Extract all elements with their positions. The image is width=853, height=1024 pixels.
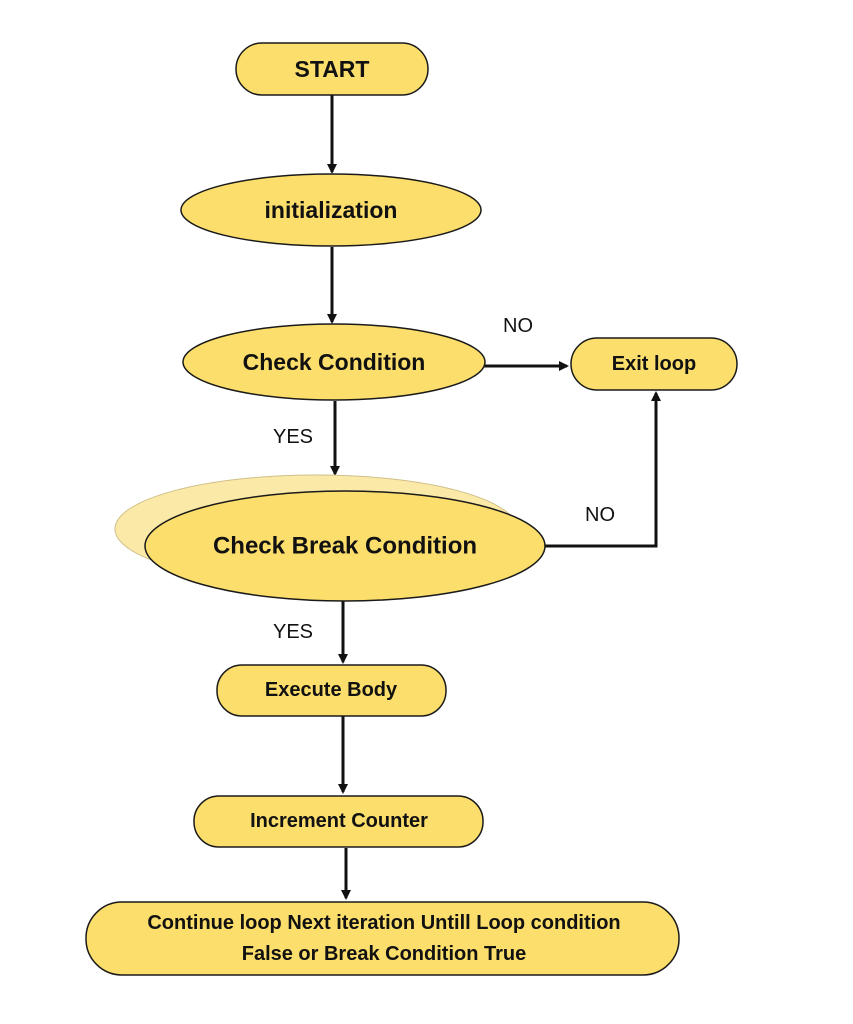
continue-loop-label-line1: Continue loop Next iteration Untill Loop… <box>147 912 620 934</box>
increment-counter-label: Increment Counter <box>250 810 428 832</box>
exit-loop-label: Exit loop <box>612 353 696 375</box>
exit-loop-node: Exit loop <box>570 337 738 391</box>
start-label: START <box>295 56 370 82</box>
check-condition-label: Check Condition <box>243 349 426 375</box>
break-no-label: NO <box>585 504 615 526</box>
continue-loop-label-line2: False or Break Condition True <box>242 943 527 965</box>
check-break-condition-label: Check Break Condition <box>213 533 477 560</box>
check-break-condition-node: Check Break Condition <box>114 474 546 602</box>
start-node: START <box>235 42 429 96</box>
arrow-break-to-exit <box>545 391 661 548</box>
check-no-label: NO <box>503 315 533 337</box>
break-yes-label: YES <box>273 621 313 643</box>
execute-body-label: Execute Body <box>265 679 398 701</box>
increment-counter-node: Increment Counter <box>193 795 484 848</box>
check-condition-node: Check Condition <box>182 323 486 401</box>
connectors <box>327 95 661 900</box>
check-yes-label: YES <box>273 426 313 448</box>
continue-loop-node: Continue loop Next iteration Untill Loop… <box>85 901 680 976</box>
initialization-label: initialization <box>265 197 398 223</box>
initialization-node: initialization <box>180 173 482 247</box>
execute-body-node: Execute Body <box>216 664 447 717</box>
